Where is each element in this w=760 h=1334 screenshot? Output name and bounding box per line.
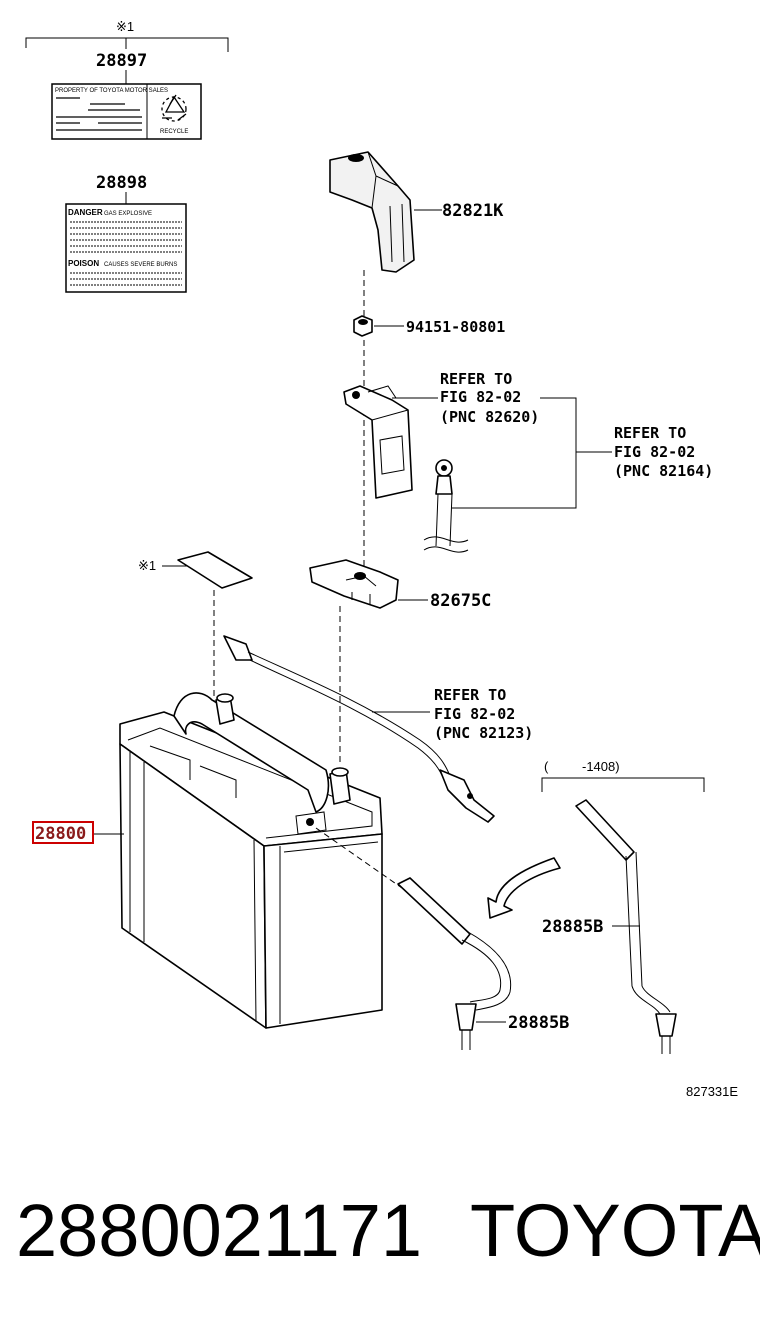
danger-sub: GAS EXPLOSIVE — [104, 211, 152, 217]
decal-28898[interactable]: 28898 DANGER GAS EXPLOSIVE POISON CAUSES… — [65, 173, 187, 293]
poison-sub: CAUSES SEVERE BURNS — [104, 262, 177, 268]
ref-82123[interactable]: REFER TO FIG 82-02 (PNC 82123) — [372, 686, 533, 742]
part-label-28898[interactable]: 28898 — [96, 173, 147, 193]
ref-82123-line1[interactable]: REFER TO — [434, 686, 506, 704]
negative-cable — [223, 635, 495, 823]
battery-28800[interactable]: 28800 — [32, 692, 383, 1029]
part-label-28885B-b[interactable]: 28885B — [542, 917, 603, 937]
ref-82620-line1[interactable]: REFER TO — [440, 370, 512, 388]
ref-82620-line2[interactable]: FIG 82-02 — [440, 388, 521, 406]
vent-hose-28885B-left[interactable]: 28885B — [397, 877, 569, 1050]
ref-82620-line3[interactable]: (PNC 82620) — [440, 408, 539, 426]
ref-82123-line2[interactable]: FIG 82-02 — [434, 705, 515, 723]
figure-code: 827331E — [686, 1084, 738, 1099]
part-label-82821K[interactable]: 82821K — [442, 201, 504, 221]
direction-arrow — [487, 857, 561, 919]
footer-brand: TOYOTA — [470, 1189, 760, 1272]
clamp-82675C[interactable]: 82675C — [309, 559, 491, 762]
part-label-28897[interactable]: 28897 — [96, 51, 147, 71]
sticker-note-mark: ※1 — [138, 558, 156, 573]
footer-part-number: 2880021171 — [16, 1189, 422, 1272]
terminal-cap-82821K[interactable]: 82821K — [329, 151, 504, 273]
terminal-block — [343, 385, 413, 499]
part-label-28800[interactable]: 28800 — [35, 824, 86, 844]
poison-word: POISON — [68, 259, 99, 268]
decal-28897[interactable]: 28897 PROPERTY OF TOYOTA MOTOR SALES REC… — [51, 51, 202, 140]
ref-82164-line2[interactable]: FIG 82-02 — [614, 443, 695, 461]
ref-82164-line3[interactable]: (PNC 82164) — [614, 462, 713, 480]
part-label-82675C[interactable]: 82675C — [430, 591, 491, 611]
part-label-28885B-a[interactable]: 28885B — [508, 1013, 569, 1033]
vent-hose-28885B-right[interactable]: 28885B — [542, 799, 677, 1054]
recycle-icon — [161, 94, 187, 122]
ref-82123-line3[interactable]: (PNC 82123) — [434, 724, 533, 742]
ref-82164-line1[interactable]: REFER TO — [614, 424, 686, 442]
part-label-94151[interactable]: 94151-80801 — [406, 318, 505, 336]
nut-94151-80801[interactable]: 94151-80801 — [353, 315, 505, 337]
ref-82164[interactable]: REFER TO FIG 82-02 (PNC 82164) — [614, 424, 713, 480]
range-note-value: -1408) — [582, 759, 620, 774]
danger-word: DANGER — [68, 208, 103, 217]
group-note: ※1 — [116, 19, 134, 34]
range-note: ( -1408) — [541, 759, 705, 792]
label-group-bracket: ※1 — [25, 19, 229, 52]
ref-82620[interactable]: REFER TO FIG 82-02 (PNC 82620) — [392, 370, 612, 509]
ring-terminal-cable — [423, 459, 469, 553]
recycle-decal-header: PROPERTY OF TOYOTA MOTOR SALES — [55, 88, 168, 94]
range-note-open: ( — [544, 759, 549, 774]
svg-text:RECYCLE: RECYCLE — [160, 129, 188, 135]
